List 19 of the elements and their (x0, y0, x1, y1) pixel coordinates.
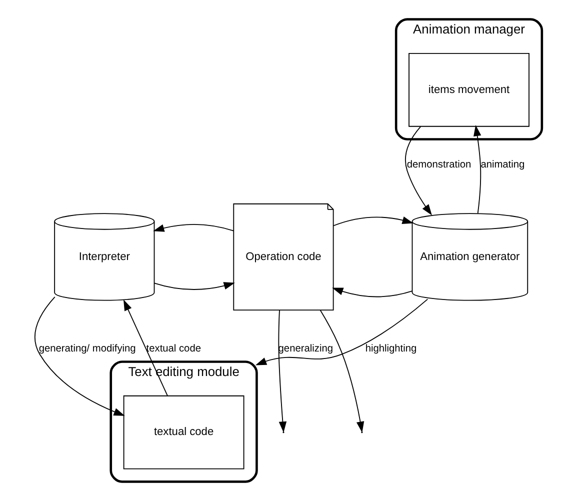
arrow (319, 310, 364, 433)
edge-label: highlighting (364, 343, 416, 354)
edge-label: demonstration (406, 160, 471, 171)
arrow (153, 282, 234, 290)
edge-label: generalizing (278, 343, 332, 354)
arrow (152, 224, 234, 232)
node-box: textual code (122, 395, 244, 470)
arrow (34, 296, 124, 416)
arrow (278, 310, 286, 433)
arrow (473, 125, 481, 214)
arrow (122, 300, 168, 396)
node-box: items movement (408, 52, 529, 127)
edge-label: animating (480, 160, 524, 171)
arrow (404, 126, 432, 216)
arrow (332, 216, 413, 226)
edge-label: generating/ modifying (38, 343, 136, 354)
edge-label: textual code (146, 343, 200, 354)
arrow (332, 288, 412, 298)
arrow (254, 298, 428, 366)
